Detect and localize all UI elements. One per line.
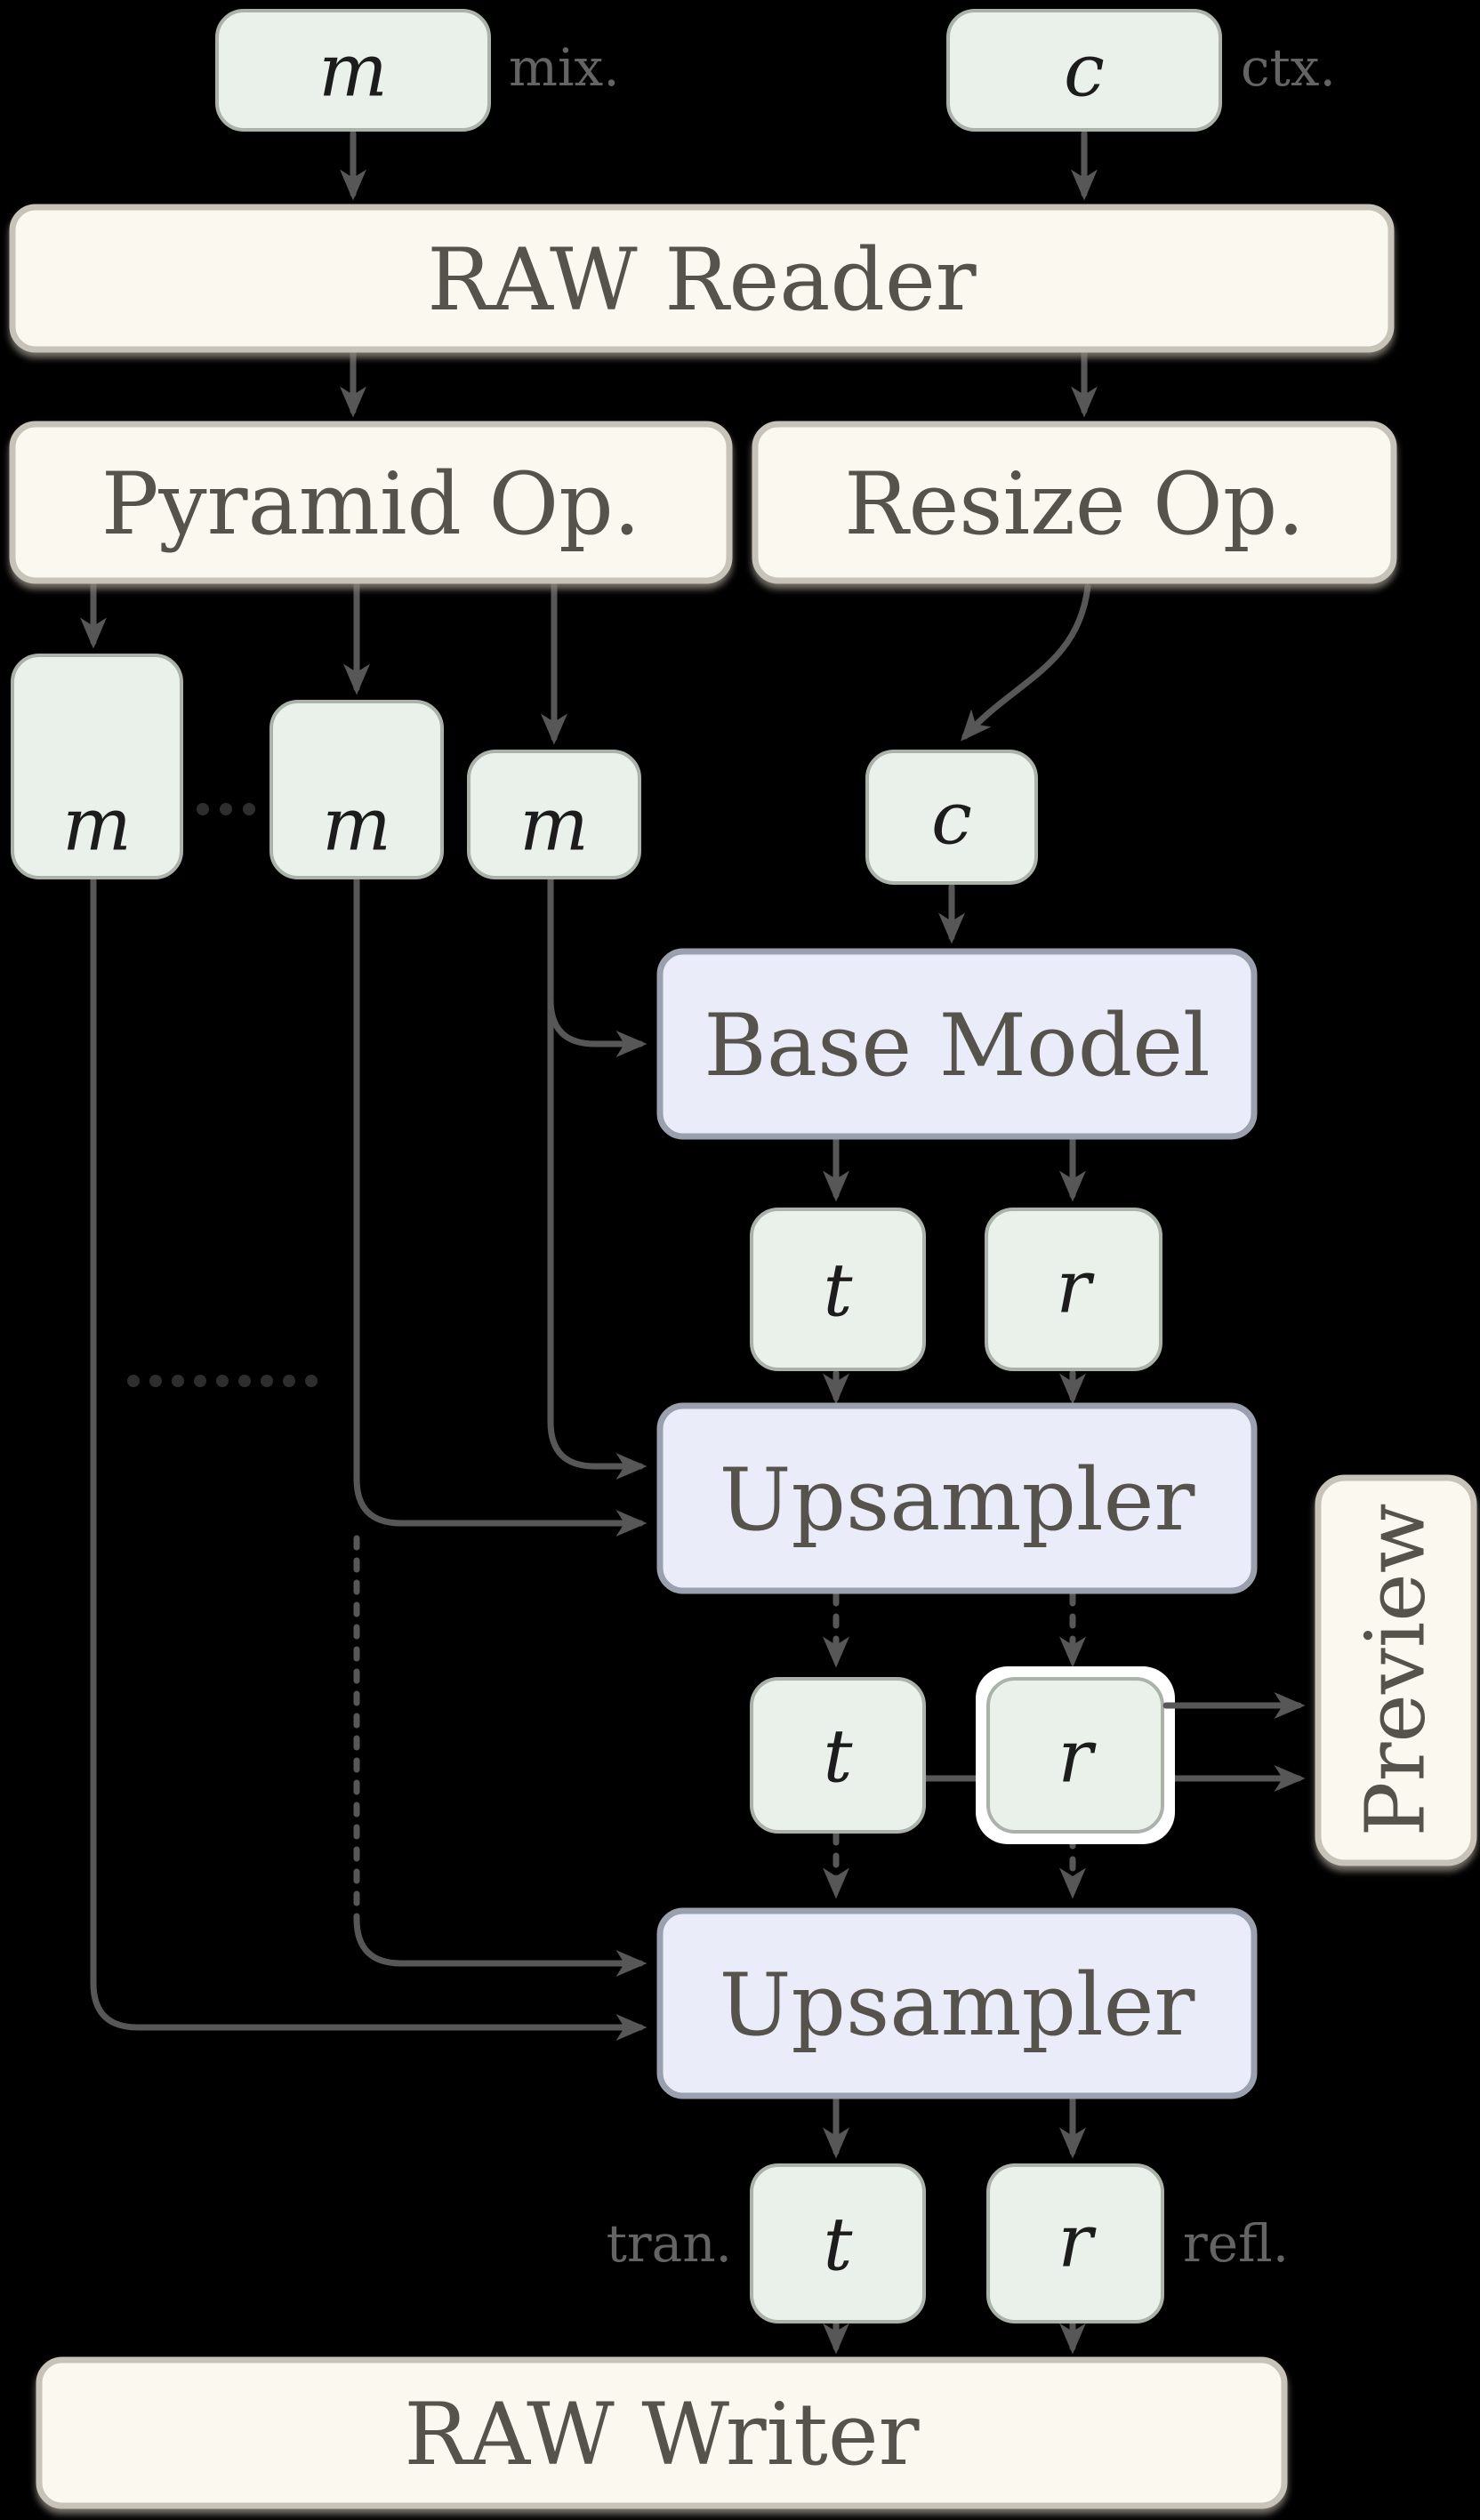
upsampler1-box bbox=[656, 1402, 1258, 1594]
node-t1-label: t bbox=[824, 1249, 854, 1334]
node-r3 bbox=[986, 2163, 1164, 2323]
node-t2 bbox=[750, 1677, 926, 1834]
resize-op-box bbox=[752, 421, 1397, 584]
pyramid-op-label: Pyramid Op. bbox=[101, 454, 640, 554]
edge-m3-to-upsampler1 bbox=[547, 1418, 648, 1480]
preview-box bbox=[1315, 1474, 1477, 1866]
node-c-input-label: c bbox=[1064, 29, 1105, 114]
node-m2 bbox=[269, 700, 444, 879]
upsampler1-label: Upsampler bbox=[720, 1450, 1195, 1550]
raw-writer-label: RAW Writer bbox=[404, 2385, 919, 2484]
ctx-annotation: ctx. bbox=[1241, 37, 1336, 98]
node-r1 bbox=[985, 1208, 1162, 1371]
node-c-small-label: c bbox=[931, 777, 972, 862]
node-r2 bbox=[986, 1677, 1164, 1834]
edge-m3-to-base bbox=[547, 996, 648, 1057]
base-model-box bbox=[656, 948, 1258, 1140]
upsampler2-box bbox=[656, 1907, 1258, 2099]
node-r2-label: r bbox=[1058, 1715, 1097, 1800]
ellipsis-between-m-nodes bbox=[197, 803, 255, 815]
node-c-input bbox=[946, 9, 1222, 132]
edge-resize-to-c bbox=[961, 583, 1091, 742]
edge-m1-to-upsampler2 bbox=[90, 1979, 648, 2041]
node-t3-label: t bbox=[824, 2203, 854, 2288]
upsampler2-label: Upsampler bbox=[720, 1955, 1195, 2055]
node-c-small bbox=[865, 750, 1038, 885]
raw-writer-box bbox=[36, 2356, 1288, 2509]
refl-annotation: refl. bbox=[1183, 2213, 1289, 2274]
node-m3-label: m bbox=[519, 783, 589, 868]
node-m3 bbox=[467, 750, 641, 879]
ellipsis-horizontal-dots bbox=[127, 1375, 318, 1387]
node-m-input bbox=[215, 9, 491, 132]
node-m2-label: m bbox=[322, 783, 391, 868]
edges bbox=[80, 130, 1306, 2355]
preview-label: Preview bbox=[1348, 1504, 1444, 1837]
node-r3-label: r bbox=[1058, 2200, 1097, 2284]
edge-m2-to-upsampler2 bbox=[353, 1915, 648, 1977]
raw-reader-label: RAW Reader bbox=[427, 230, 977, 330]
edge-m2-to-upsampler1 bbox=[353, 1475, 648, 1537]
node-t1 bbox=[750, 1208, 926, 1371]
raw-reader-box bbox=[9, 204, 1395, 353]
node-m-input-label: m bbox=[318, 29, 388, 114]
base-model-label: Base Model bbox=[704, 996, 1210, 1095]
node-t2-label: t bbox=[824, 1715, 854, 1800]
node-r1-label: r bbox=[1056, 1246, 1095, 1330]
node-m1 bbox=[11, 654, 183, 879]
node-m1-label: m bbox=[62, 783, 132, 868]
pyramid-op-box bbox=[9, 421, 733, 584]
resize-op-label: Resize Op. bbox=[844, 454, 1305, 554]
mix-annotation: mix. bbox=[509, 37, 620, 98]
node-t3 bbox=[750, 2163, 926, 2323]
tran-annotation: tran. bbox=[607, 2213, 732, 2274]
